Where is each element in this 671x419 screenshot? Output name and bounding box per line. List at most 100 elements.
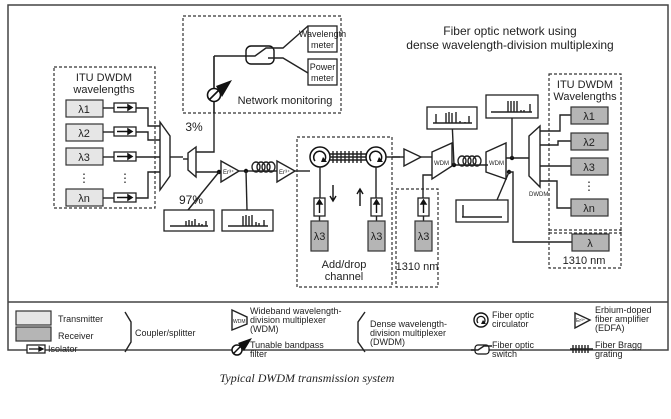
rx-1310-group: λ 1310 nm — [548, 229, 622, 269]
wdm-demux-label: WDM — [489, 161, 504, 167]
fbg-icon — [332, 151, 362, 163]
legend-circulator-icon — [473, 312, 489, 328]
legend-dwdm-2: division multiplexer — [370, 328, 446, 338]
tx-1310 — [414, 220, 433, 252]
rx-label-l2: λ2 — [583, 137, 595, 149]
legend-transmitter-swatch — [15, 310, 52, 326]
add-arrow-icon — [356, 187, 364, 206]
wavelength-meter — [307, 25, 338, 53]
receiver-l1 — [570, 106, 609, 125]
outer-frame — [7, 4, 669, 351]
legend-circulator-1: Fiber optic — [492, 310, 535, 320]
fiber-spool-icon — [251, 161, 276, 173]
network-monitoring-group: Wavelength meter Power meter Network mon… — [182, 15, 346, 114]
fiber-switch-icon — [245, 45, 275, 65]
title-line2: dense wavelength-division multiplexing — [406, 38, 613, 52]
legend-receiver-swatch — [15, 326, 52, 342]
drop-receiver-label: λ3 — [314, 231, 326, 243]
dwdm-demux-right — [528, 124, 541, 189]
splitter-tap-pct: 3% — [185, 120, 203, 134]
rx-group-border — [548, 73, 622, 234]
amplifier — [403, 147, 423, 168]
rx-label-ln: λn — [583, 203, 595, 215]
legend-isolator: Isolator — [48, 344, 78, 354]
legend-edfa-3: (EDFA) — [595, 323, 625, 333]
edfa-2 — [276, 159, 297, 184]
splitter-through-pct: 97% — [179, 193, 203, 207]
legend-transmitter: Transmitter — [58, 314, 103, 324]
rx-wavelength-group: ITU DWDM Wavelengths λ1 λ2 λ3 ⋮ λn — [540, 73, 622, 234]
add-transmitter — [367, 220, 386, 252]
tx-1310-label: λ3 — [418, 231, 430, 243]
receiver-l2 — [570, 132, 609, 151]
fiber-spool-icon — [457, 155, 482, 167]
receiver-ln — [570, 198, 609, 217]
tx-label-l2: λ2 — [78, 128, 90, 140]
rx-ellipsis: ⋮ — [583, 179, 595, 193]
tx-wavelength-group: ITU DWDM wavelengths λ1 λ2 λ3 ⋮ ⋮ λn — [53, 66, 160, 209]
drop-receiver — [310, 220, 329, 252]
tx-label-l1: λ1 — [78, 104, 90, 116]
legend-coupler: Coupler/splitter — [135, 328, 196, 338]
legend-fbg-icon — [570, 345, 593, 353]
dwdm-mux-left — [159, 119, 171, 193]
dwdm-demux-label: DWDM — [529, 192, 548, 198]
legend-wdm-3: (WDM) — [250, 324, 279, 334]
tx-group-heading1: ITU DWDM — [76, 72, 132, 84]
legend-wdm-icon-label: WDM — [233, 319, 246, 325]
legend-receiver: Receiver — [58, 331, 94, 341]
add-drop-group: λ3 λ3 Add/drop channel — [296, 136, 400, 288]
monitoring-label: Network monitoring — [238, 95, 333, 107]
legend-fbg-2: grating — [595, 349, 623, 359]
figure-caption: Typical DWDM transmission system — [220, 371, 395, 385]
wdm-mux-label: WDM — [434, 161, 449, 167]
spectrum-display-5 — [455, 199, 509, 223]
legend-fbg-1: Fiber Bragg — [595, 340, 642, 350]
legend-wdm-icon — [231, 308, 248, 332]
legend-edfa-icon-label: Er³⁺ — [576, 318, 586, 324]
tx-1310-border — [395, 188, 439, 288]
legend-dwdm-1: Dense wavelength- — [370, 319, 447, 329]
add-drop-label1: Add/drop — [322, 259, 367, 271]
rx-group-heading1: ITU DWDM — [557, 79, 613, 91]
legend-filter-2: filter — [250, 349, 267, 359]
rx-1310-label: λ — [587, 238, 593, 250]
legend-coupler-icon — [124, 311, 132, 353]
legend: Transmitter Receiver Isolator Coupler/sp… — [15, 305, 652, 359]
legend-wdm-1: Wideband wavelength- — [250, 306, 342, 316]
spectrum-display-2 — [221, 209, 274, 232]
add-drop-label2: channel — [325, 271, 364, 283]
rx-label-l3: λ3 — [583, 162, 595, 174]
edfa-1-label: Er³⁺ — [223, 169, 234, 176]
legend-filter-1: Tunable bandpass — [250, 340, 324, 350]
legend-dwdm-3: (DWDM) — [370, 337, 405, 347]
coupler-splitter — [187, 145, 197, 179]
power-meter-label2: meter — [311, 73, 334, 83]
add-transmitter-label: λ3 — [371, 231, 383, 243]
tx-ellipsis: ⋮ — [78, 171, 90, 185]
tx-1310-nm-label: 1310 nm — [396, 261, 439, 273]
legend-switch-1: Fiber optic — [492, 340, 535, 350]
tx-1310-group: λ3 1310 nm — [395, 174, 439, 288]
add-drop-border — [296, 136, 393, 288]
tx-group-border — [53, 66, 156, 209]
tx-label-ln: λn — [78, 193, 90, 205]
rx-1310-nm-label: 1310 nm — [563, 255, 606, 267]
wavelength-meter-label2: meter — [311, 40, 334, 50]
power-meter-label1: Power — [310, 62, 336, 72]
edfa-2-label: Er³⁺ — [279, 169, 290, 176]
tx-group-heading2: wavelengths — [72, 84, 135, 96]
rx-group-heading2: Wavelengths — [553, 91, 617, 103]
legend-wdm-2: division multiplexer — [250, 315, 326, 325]
wavelength-meter-label1: Wavelength — [299, 29, 346, 39]
iso-ellipsis: ⋮ — [119, 171, 131, 185]
legend-switch-2: switch — [492, 349, 517, 359]
power-meter — [307, 58, 338, 86]
legend-edfa-icon — [574, 311, 592, 330]
receiver-1310 — [571, 233, 610, 252]
edfa-1 — [220, 159, 241, 184]
legend-edfa-2: fiber amplifier — [595, 314, 649, 324]
receiver-l3 — [570, 157, 609, 176]
title-line1: Fiber optic network using — [443, 24, 576, 38]
